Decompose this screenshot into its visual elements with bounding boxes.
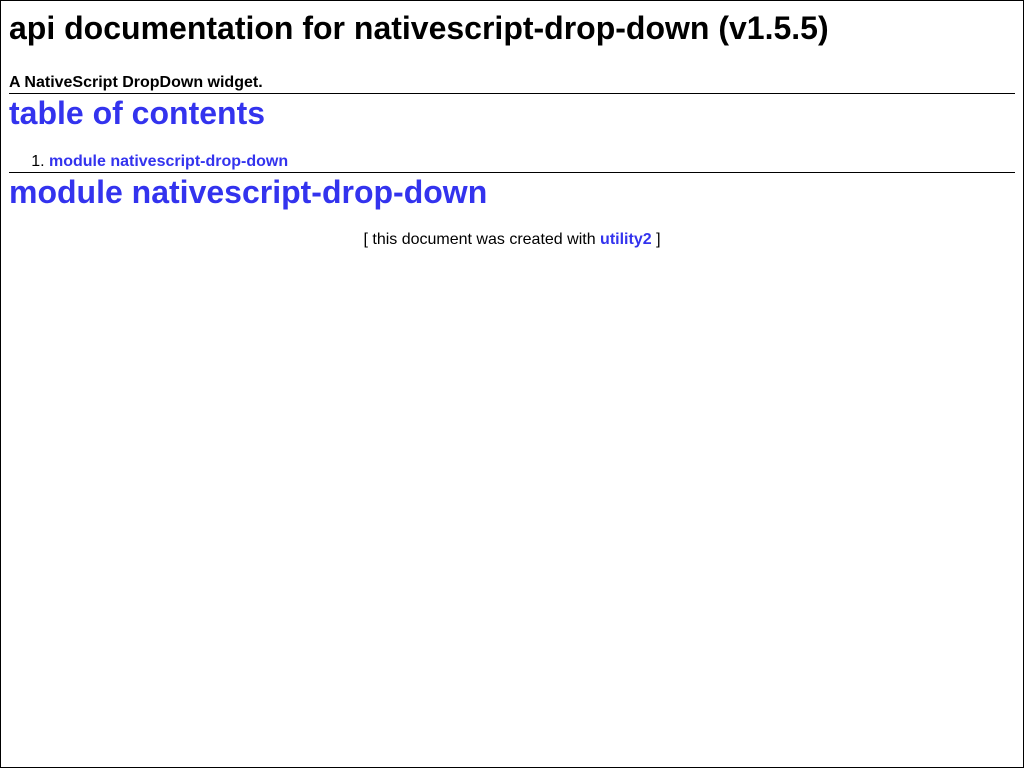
document: api documentation for nativescript-drop-… bbox=[1, 1, 1023, 250]
module-title[interactable]: module nativescript-drop-down bbox=[9, 173, 1015, 211]
toc-title[interactable]: table of contents bbox=[9, 94, 1015, 132]
toc-list-item: module nativescript-drop-down bbox=[49, 152, 1015, 172]
toc-item-link-module[interactable]: module nativescript-drop-down bbox=[49, 153, 289, 170]
toc-list: module nativescript-drop-down bbox=[9, 152, 1015, 172]
divider bbox=[9, 172, 1015, 173]
divider bbox=[9, 93, 1015, 94]
footer-prefix: [ this document was created with bbox=[363, 231, 596, 248]
module-title-link[interactable]: module nativescript-drop-down bbox=[9, 174, 488, 210]
page-subtitle: A NativeScript DropDown widget. bbox=[9, 74, 263, 91]
utility2-link[interactable]: utility2 bbox=[600, 231, 652, 248]
footer: [ this document was created with utility… bbox=[9, 230, 1015, 250]
page-title: api documentation for nativescript-drop-… bbox=[9, 10, 829, 46]
footer-suffix: ] bbox=[656, 231, 661, 248]
toc-title-link[interactable]: table of contents bbox=[9, 95, 266, 131]
